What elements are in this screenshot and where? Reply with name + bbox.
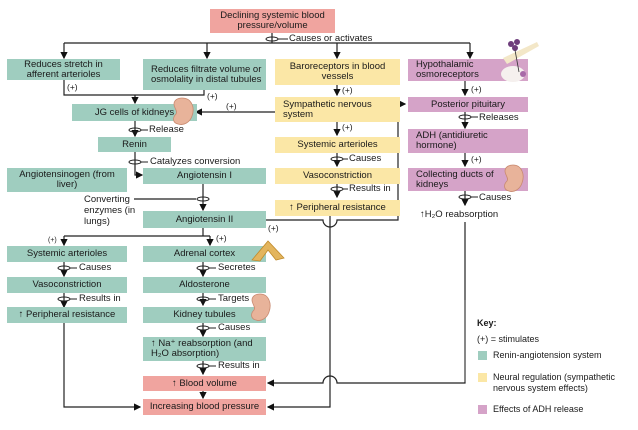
plus-label: (+): [67, 82, 78, 92]
key-plus-meaning: (+) = stimulates: [477, 334, 540, 344]
kidney-icon: [504, 164, 524, 192]
ra-systemic-arterioles-box: Systemic arterioles: [7, 246, 127, 262]
adrenal-cortex-box: Adrenal cortex: [143, 246, 266, 262]
collecting-ducts-box: Collecting ducts of kidneys: [408, 168, 528, 191]
reduces-stretch-label: Reduces stretch in afferent arterioles: [24, 58, 103, 80]
declining-bp-box: Declining systemic blood pressure/volume: [210, 9, 335, 33]
ra-vasoconstriction-box: Vasoconstriction: [7, 277, 127, 293]
key-item-neural: Neural regulation (sympathetic nervous s…: [493, 372, 616, 393]
blood-volume-box: ↑ Blood volume: [143, 376, 266, 391]
hypothalamic-label: Hypothalamic osmoreceptors: [416, 59, 479, 80]
declining-bp-label: Declining systemic blood pressure/volume: [220, 10, 325, 31]
jg-cells-label: JG cells of kidneys: [94, 106, 175, 118]
angiotensin-2-label: Angiotensin II: [175, 213, 234, 225]
neural-systemic-arterioles-box: Systemic arterioles: [275, 137, 400, 153]
plus-label: (+): [471, 84, 482, 94]
key-swatch-neural: [478, 373, 487, 382]
adrenal-cortex-label: Adrenal cortex: [173, 248, 236, 259]
reduces-filtrate-box: Reduces filtrate volume or osmolality in…: [143, 59, 266, 90]
plus-label: (+): [207, 91, 218, 101]
key-swatch-adh: [478, 405, 487, 414]
plus-label: (+): [471, 154, 482, 164]
plus-label: (+): [342, 122, 353, 132]
angiotensinogen-box: Angiotensinogen (from liver): [7, 168, 127, 192]
release-label: Release: [149, 124, 184, 135]
na-reabsorption-box: ↑ Na⁺ reabsorption (and H₂O absorption): [143, 337, 266, 361]
adh-box: ADH (antidiuretic hormone): [408, 129, 528, 153]
ra-systemic-arterioles-label: Systemic arterioles: [26, 248, 108, 259]
secretes-label: Secretes: [218, 262, 256, 273]
neural-vasoconstriction-box: Vasoconstriction: [275, 168, 400, 184]
neural-vasoconstriction-label: Vasoconstriction: [303, 170, 372, 181]
increasing-bp-box: Increasing blood pressure: [143, 399, 266, 415]
causes-or-activates-label: Causes or activates: [289, 33, 373, 44]
catalyzes-conversion-label: Catalyzes conversion: [150, 156, 241, 167]
na-reabsorption-label: ↑ Na⁺ reabsorption (and: [151, 338, 253, 349]
baroreceptors-box: Baroreceptors in blood vessels: [275, 59, 400, 85]
jg-cells-box: JG cells of kidneys: [72, 104, 197, 121]
angiotensinogen-label: Angiotensinogen (from liver): [19, 169, 115, 190]
results-in-label: Results in: [218, 360, 260, 371]
angiotensin-1-box: Angiotensin I: [143, 168, 266, 184]
sympathetic-nervous-system-box: Sympathetic nervous system: [275, 97, 400, 122]
ra-peripheral-resistance-label: ↑ Peripheral resistance: [18, 309, 116, 320]
kidney-icon: [173, 97, 194, 125]
key-item-adh: Effects of ADH release: [493, 404, 584, 414]
causes-label: Causes: [479, 192, 512, 203]
collecting-ducts-label: Collecting ducts of kidneys: [416, 168, 494, 190]
neural-peripheral-resistance-box: ↑ Peripheral resistance: [275, 200, 400, 216]
renin-box: Renin: [98, 137, 171, 152]
aldosterone-label: Aldosterone: [179, 279, 230, 290]
neural-systemic-arterioles-label: Systemic arterioles: [297, 139, 378, 150]
key-title: Key:: [477, 318, 497, 328]
aldosterone-box: Aldosterone: [143, 277, 266, 293]
renin-label: Renin: [122, 138, 147, 150]
angiotensin-2-box: Angiotensin II: [143, 211, 266, 228]
ra-peripheral-resistance-box: ↑ Peripheral resistance: [7, 307, 127, 323]
increasing-bp-label: Increasing blood pressure: [149, 401, 260, 412]
neural-peripheral-resistance-label: ↑ Peripheral resistance: [289, 202, 386, 213]
blood-volume-label: ↑ Blood volume: [172, 377, 237, 389]
causes-label: Causes: [349, 153, 382, 164]
kidney-tubules-label: Kidney tubules: [173, 309, 236, 320]
kidney-icon: [251, 293, 271, 321]
key-swatch-renin: [478, 351, 487, 360]
ra-vasoconstriction-label: Vasoconstriction: [32, 279, 102, 290]
reduces-filtrate-label: Reduces filtrate volume or osmolality in…: [151, 63, 262, 85]
results-in-label: Results in: [79, 293, 121, 304]
key-item-renin: Renin-angiotension system: [493, 350, 602, 360]
sympathetic-label: Sympathetic nervous system: [283, 98, 372, 120]
adh-label: ADH (antidiuretic hormone): [416, 130, 488, 151]
posterior-pituitary-box: Posterior pituitary: [408, 97, 528, 112]
plus-label: (+): [48, 237, 57, 244]
plus-label: (+): [342, 85, 353, 95]
converting-enzymes-label: Converting enzymes (in lungs): [84, 194, 136, 227]
adrenal-gland-icon: [251, 240, 285, 262]
angiotensin-1-label: Angiotensin I: [177, 170, 232, 181]
plus-label: (+): [226, 101, 237, 111]
releases-label: Releases: [479, 112, 519, 123]
h2o-reabsorption-label: ↑H₂O reabsorption: [420, 209, 499, 220]
plus-label: (+): [268, 223, 279, 233]
targets-label: Targets: [218, 293, 250, 304]
h2o-absorption-label: H₂O absorption): [151, 348, 220, 359]
kidney-tubules-box: Kidney tubules: [143, 307, 266, 323]
causes-label: Causes: [218, 322, 251, 333]
posterior-pituitary-label: Posterior pituitary: [431, 98, 505, 110]
hypothalamic-osmoreceptors-box: Hypothalamic osmoreceptors: [408, 59, 528, 81]
results-in-label: Results in: [349, 183, 391, 194]
baroreceptors-label: Baroreceptors in blood vessels: [289, 61, 386, 82]
hypothalamus-brain-icon: [501, 39, 539, 82]
reduces-stretch-box: Reduces stretch in afferent arterioles: [7, 59, 120, 80]
causes-label: Causes: [79, 262, 112, 273]
plus-label: (+): [216, 233, 227, 243]
